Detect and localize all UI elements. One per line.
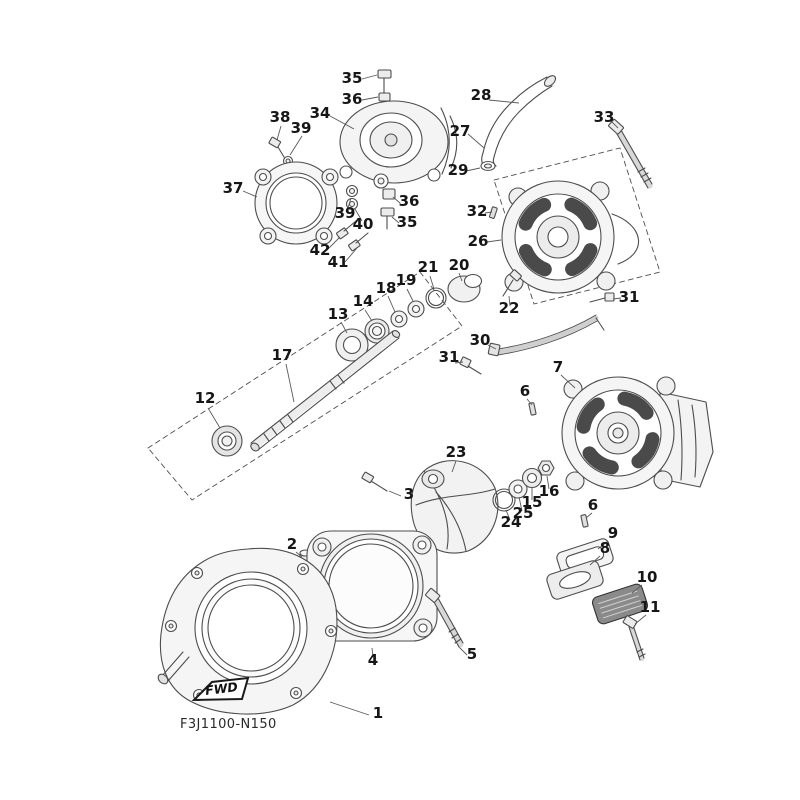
callout-18: 18 — [376, 279, 397, 297]
callout-32: 32 — [467, 202, 488, 220]
part-37-ring-flange — [254, 161, 339, 245]
part-15-washer — [521, 467, 543, 489]
callout-14: 14 — [353, 292, 374, 310]
callout-11: 11 — [640, 598, 661, 616]
part-31-bolt-b — [459, 356, 482, 375]
callout-23: 23 — [446, 443, 467, 461]
callout-31-a: 31 — [619, 288, 640, 306]
part-19-washer — [407, 300, 425, 318]
callout-5: 5 — [467, 645, 477, 663]
part-35-36-bolt-nut — [377, 69, 392, 102]
callout-17: 17 — [272, 346, 293, 364]
part-22-bolt — [502, 269, 522, 297]
callout-6-b: 6 — [588, 496, 598, 514]
callout-10: 10 — [637, 568, 658, 586]
part-31-bolt-a — [589, 292, 615, 303]
part-41-42-bolts — [336, 220, 369, 252]
callout-8: 8 — [600, 539, 610, 557]
callout-29: 29 — [448, 161, 469, 179]
part-39-40-washers — [345, 184, 359, 211]
callout-24: 24 — [501, 513, 522, 531]
fwd-marker: FWD — [191, 676, 250, 702]
callout-13: 13 — [328, 305, 349, 323]
part-25-washer — [508, 479, 528, 499]
part-7-duct-housing — [561, 376, 714, 491]
part-23-impeller — [410, 460, 499, 554]
diagram-code: F3J1100-N150 — [180, 717, 277, 732]
callout-25: 25 — [513, 504, 534, 522]
callout-28: 28 — [471, 86, 492, 104]
part-12-bearing — [211, 425, 243, 457]
callout-37: 37 — [223, 179, 244, 197]
part-10-outlet-grate — [591, 583, 649, 625]
part-6-pin-a — [528, 402, 537, 416]
callout-12: 12 — [195, 389, 216, 407]
callout-3: 3 — [404, 485, 414, 503]
part-3-bolt — [361, 471, 388, 492]
part-36-35-nut-bolt — [380, 188, 396, 230]
callout-20: 20 — [449, 256, 470, 274]
part-17-drive-shaft — [250, 330, 401, 452]
part-1-pump-housing — [157, 547, 338, 715]
part-11-bolt — [622, 615, 646, 661]
callout-7: 7 — [553, 358, 563, 376]
part-8-plate — [546, 560, 604, 600]
part-20-coupler — [447, 273, 483, 303]
callout-26: 26 — [468, 232, 489, 250]
callout-40: 40 — [353, 215, 374, 233]
part-5-bolt — [425, 587, 464, 648]
callout-9: 9 — [608, 524, 618, 542]
part-21-oring — [425, 287, 447, 309]
callout-1: 1 — [373, 704, 383, 722]
callout-15: 15 — [522, 493, 543, 511]
callout-38: 38 — [270, 108, 291, 126]
callout-36-a: 36 — [342, 90, 363, 108]
callout-leader-lines — [207, 74, 647, 716]
callout-34: 34 — [310, 104, 331, 122]
callout-35-b: 35 — [397, 213, 418, 231]
callout-36-b: 36 — [399, 192, 420, 210]
callout-33: 33 — [594, 108, 615, 126]
part-4-intake-ring — [306, 530, 438, 642]
part-13-spacer — [335, 328, 369, 362]
fwd-label: FWD — [204, 679, 238, 698]
callout-41: 41 — [328, 253, 349, 271]
callout-21: 21 — [418, 258, 439, 276]
part-18-washer — [390, 310, 408, 328]
callout-27: 27 — [450, 122, 471, 140]
callout-22: 22 — [499, 299, 520, 317]
callout-39-a: 39 — [291, 119, 312, 137]
callout-35-a: 35 — [342, 69, 363, 87]
callout-39-b: 39 — [335, 204, 356, 222]
part-33-bolt — [608, 118, 653, 189]
part-16-nut — [537, 460, 555, 476]
callout-30: 30 — [470, 331, 491, 349]
callout-19: 19 — [396, 271, 417, 289]
shaft-assembly-dashed-box — [147, 271, 463, 501]
part-34-housing-cap — [339, 100, 458, 189]
callout-6-a: 6 — [520, 382, 530, 400]
callout-2: 2 — [287, 535, 297, 553]
callout-31-b: 31 — [439, 348, 460, 366]
callout-4: 4 — [368, 651, 378, 669]
callout-42: 42 — [310, 241, 331, 259]
callout-numbers: 35 36 28 34 33 38 39 27 29 37 36 32 39 3… — [195, 69, 661, 722]
exploded-drawing — [147, 69, 714, 715]
part-24-oring — [492, 488, 516, 512]
callout-16: 16 — [539, 482, 560, 500]
